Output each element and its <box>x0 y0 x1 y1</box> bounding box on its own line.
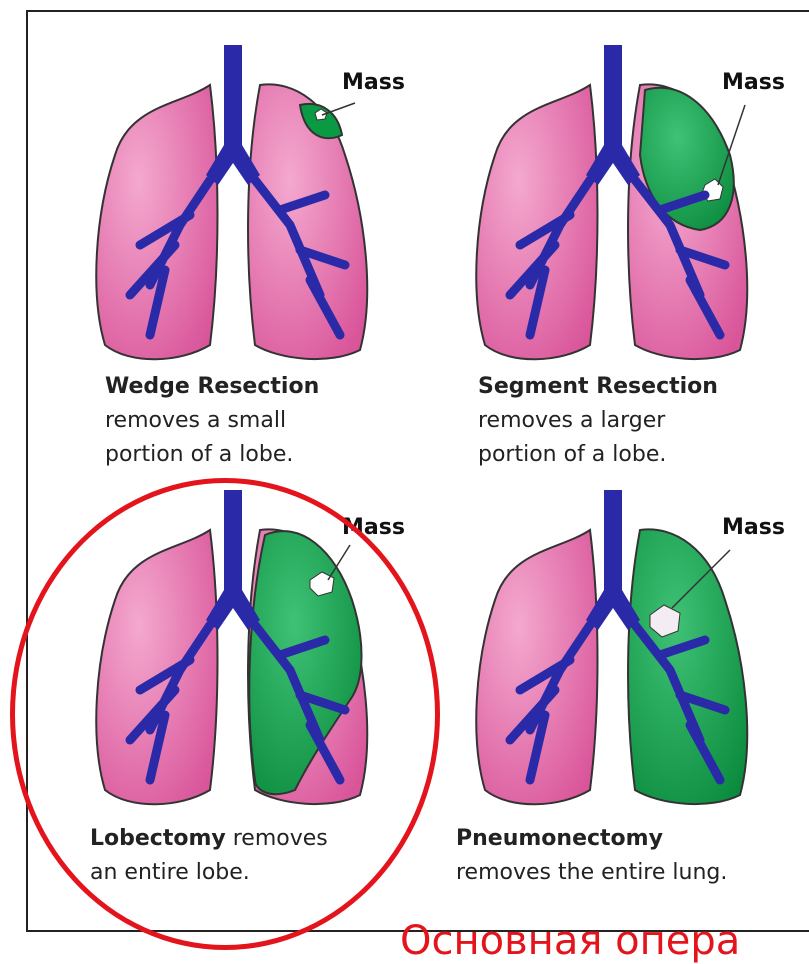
segment-resection-desc-line1: removes a larger <box>478 404 718 438</box>
pneumonectomy-title: Pneumonectomy <box>456 822 727 856</box>
pneumonectomy-desc-line2: removes the entire lung. <box>456 856 727 890</box>
caption-wedge-resection: Wedge Resection removes a small portion … <box>105 370 319 472</box>
caption-segment-resection: Segment Resection removes a larger porti… <box>478 370 718 472</box>
mass-label-pneumonectomy: Mass <box>722 515 785 540</box>
segment-resection-desc-line2: portion of a lobe. <box>478 438 718 472</box>
mass-label-wedge: Mass <box>342 70 405 95</box>
caption-pneumonectomy: Pneumonectomy removes the entire lung. <box>456 822 727 890</box>
highlight-circle <box>10 478 440 950</box>
segment-resection-title: Segment Resection <box>478 370 718 404</box>
footer-caption: Основная опера <box>400 918 740 964</box>
wedge-resection-desc-line1: removes a small <box>105 404 319 438</box>
mass-label-segment: Mass <box>722 70 785 95</box>
wedge-resection-title: Wedge Resection <box>105 370 319 404</box>
wedge-resection-desc-line2: portion of a lobe. <box>105 438 319 472</box>
